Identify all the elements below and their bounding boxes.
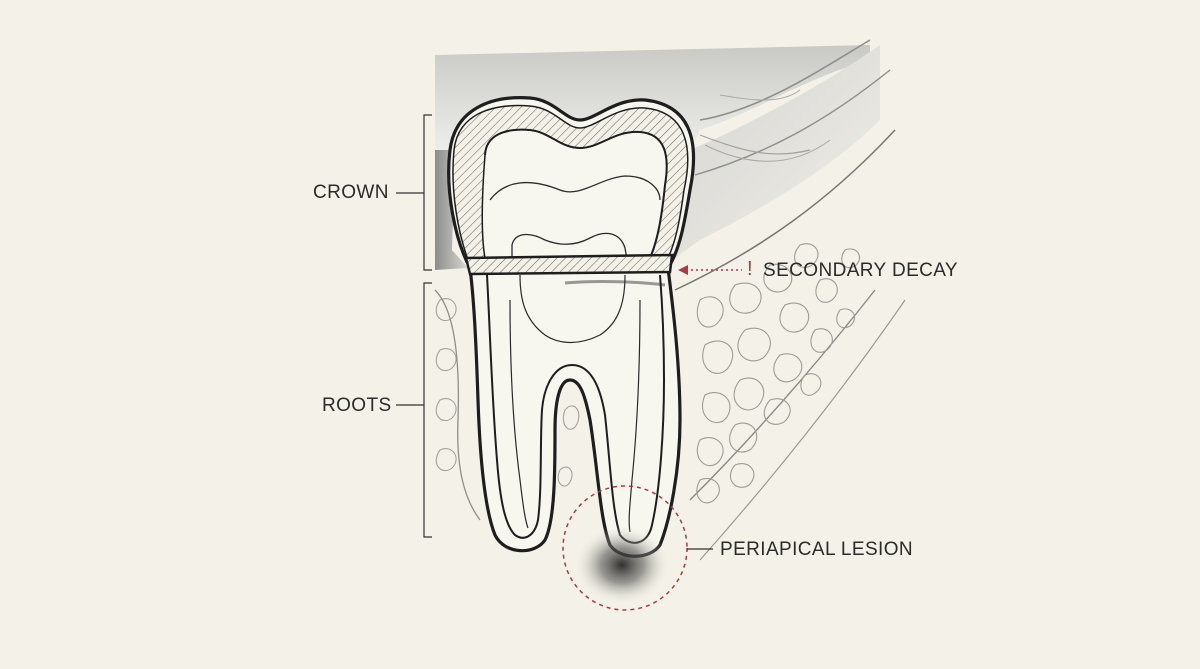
secondary-decay-label: SECONDARY DECAY <box>763 260 958 281</box>
lesion-shadow <box>574 525 670 605</box>
bone-texture-left <box>435 298 580 487</box>
roots-label: ROOTS <box>322 395 392 416</box>
cemento-enamel-junction <box>464 253 674 276</box>
tooth-outline <box>447 96 696 558</box>
decay-arrowhead <box>678 265 688 275</box>
crown-bracket <box>423 114 432 271</box>
warning-icon: ! <box>747 258 753 280</box>
root-inner <box>486 274 666 544</box>
lesion-circle <box>562 485 688 611</box>
crown-label: CROWN <box>313 182 389 203</box>
periapical-lesion-label: PERIAPICAL LESION <box>720 539 913 560</box>
roots-bracket <box>423 282 432 538</box>
bone-texture-right <box>696 243 860 504</box>
